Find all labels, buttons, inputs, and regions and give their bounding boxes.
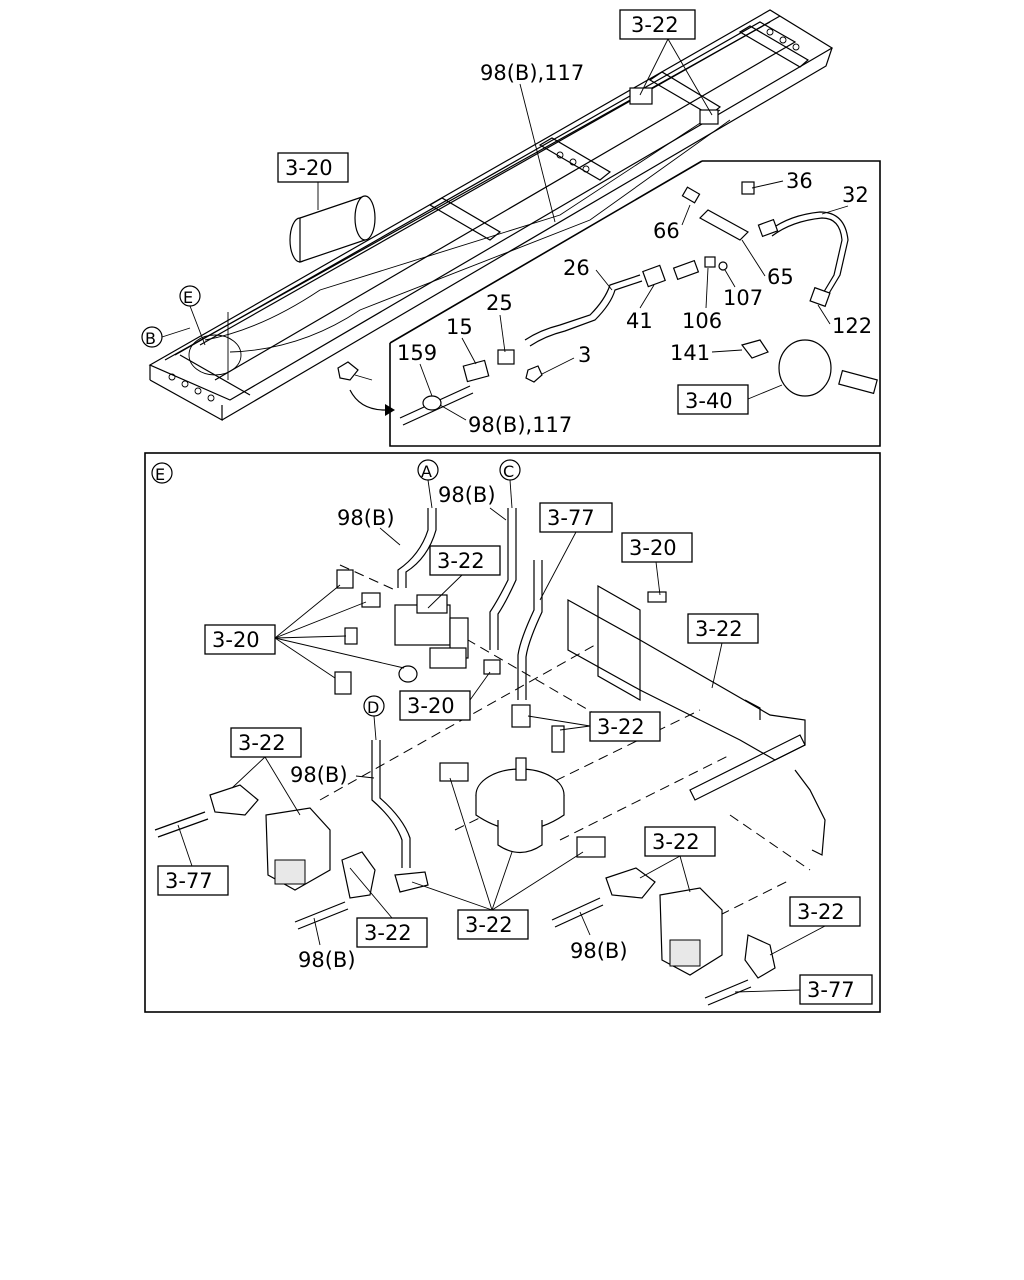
circle-label-e-view: E	[151, 462, 173, 484]
svg-text:A: A	[421, 462, 432, 481]
svg-text:65: 65	[767, 265, 794, 289]
svg-text:D: D	[367, 698, 379, 717]
svg-text:E: E	[183, 288, 193, 307]
svg-text:26: 26	[563, 256, 590, 280]
svg-text:98(B),117: 98(B),117	[468, 413, 572, 437]
inset-callouts: 36 32 66 65 107 26 25 15 41 106 122 159 …	[397, 169, 872, 437]
svg-text:98(B): 98(B)	[298, 948, 356, 972]
svg-text:98(B): 98(B)	[570, 939, 628, 963]
detail-inset	[389, 160, 881, 447]
svg-text:159: 159	[397, 341, 437, 365]
svg-text:3-22: 3-22	[631, 13, 679, 37]
svg-text:122: 122	[832, 314, 872, 338]
view-e-components	[154, 508, 826, 1006]
view-e-frame	[144, 452, 881, 1013]
svg-text:B: B	[145, 329, 156, 348]
svg-text:66: 66	[653, 219, 680, 243]
label-98b-117-top: 98(B),117	[480, 61, 584, 223]
svg-text:3-20: 3-20	[285, 156, 333, 180]
svg-text:107: 107	[723, 286, 763, 310]
circle-label-e-top: E	[179, 285, 206, 346]
svg-text:3-22: 3-22	[652, 830, 700, 854]
svg-text:3-20: 3-20	[629, 536, 677, 560]
chassis-frame-illustration	[148, 9, 834, 422]
label-3-20-tank: 3-20	[277, 152, 349, 210]
svg-text:3-22: 3-22	[364, 921, 412, 945]
svg-text:3-77: 3-77	[165, 869, 213, 893]
svg-text:3-77: 3-77	[547, 506, 595, 530]
svg-text:32: 32	[842, 183, 869, 207]
svg-text:E: E	[155, 465, 165, 484]
svg-text:41: 41	[626, 309, 653, 333]
view-e-callouts: A C D 98(B) 98(B) 98(B) 3-77 3-22 3-20 3…	[157, 459, 873, 1005]
svg-text:3-22: 3-22	[797, 900, 845, 924]
svg-text:141: 141	[670, 341, 710, 365]
svg-text:3-22: 3-22	[465, 913, 513, 937]
svg-text:106: 106	[682, 309, 722, 333]
svg-text:3-22: 3-22	[597, 715, 645, 739]
svg-text:98(B),117: 98(B),117	[480, 61, 584, 85]
svg-text:25: 25	[486, 291, 513, 315]
svg-text:98(B): 98(B)	[290, 763, 348, 787]
circle-label-b-top: B	[141, 326, 191, 348]
svg-text:3-20: 3-20	[212, 628, 260, 652]
svg-text:3-20: 3-20	[407, 694, 455, 718]
svg-text:3-22: 3-22	[238, 731, 286, 755]
label-3-22-top: 3-22	[619, 9, 713, 116]
svg-text:3: 3	[578, 343, 591, 367]
svg-text:98(B): 98(B)	[337, 506, 395, 530]
svg-text:3-77: 3-77	[807, 978, 855, 1002]
svg-text:3-22: 3-22	[437, 549, 485, 573]
svg-text:15: 15	[446, 315, 473, 339]
svg-text:3-22: 3-22	[695, 617, 743, 641]
svg-text:36: 36	[786, 169, 813, 193]
svg-text:C: C	[503, 462, 514, 481]
svg-text:3-40: 3-40	[685, 389, 733, 413]
svg-text:98(B): 98(B)	[438, 483, 496, 507]
